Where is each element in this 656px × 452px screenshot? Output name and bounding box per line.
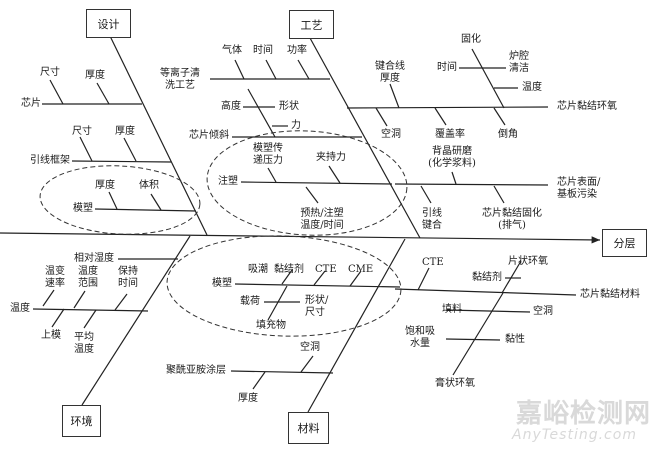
label-shape-size: 形状/ 尺寸 (305, 295, 329, 318)
label-plasma-power: 功率 (287, 45, 307, 56)
label-dam-void: 空洞 (533, 306, 553, 317)
label-relative-humidity: 相对湿度 (74, 253, 114, 264)
label-paste-epoxy: 膏状环氧 (435, 378, 475, 389)
label-clamp-force: 夹持力 (316, 152, 346, 163)
label-filler: 填充物 (256, 320, 286, 331)
label-dam-cte: CTE (422, 257, 444, 268)
label-epoxy-void: 空洞 (381, 129, 401, 140)
label-transfer-pressure: 模塑传 递压力 (253, 143, 283, 166)
label-upper-mold: 上模 (41, 330, 61, 341)
category-design-box: 设计 (86, 9, 131, 38)
category-process-box: 工艺 (289, 10, 334, 39)
label-cure: 固化 (461, 34, 481, 45)
label-leadframe-thickness: 厚度 (115, 126, 135, 137)
label-material-mold: 模塑 (212, 278, 232, 289)
label-tilt-height: 高度 (221, 101, 241, 112)
label-chip: 芯片 (21, 98, 41, 109)
watermark-cn: 嘉峪检测网 (516, 399, 652, 429)
label-leadframe-size: 尺寸 (72, 126, 92, 137)
label-backgrind: 背晶研磨 (化学浆料) (428, 146, 476, 169)
category-material-label: 材料 (297, 422, 320, 435)
label-dam-filler: 填料 (442, 304, 462, 315)
label-viscosity: 黏性 (505, 334, 525, 345)
category-environment-label: 环境 (70, 415, 93, 428)
category-design-label: 设计 (97, 17, 120, 31)
label-flake-epoxy: 片状环氧 (508, 256, 548, 267)
design-bone (109, 35, 208, 236)
label-design-mold-thickness: 厚度 (95, 180, 115, 191)
environment-bone (81, 235, 191, 406)
effect-label: 分层 (613, 237, 636, 250)
label-injection: 注塑 (218, 176, 238, 187)
label-coverage: 覆盖率 (435, 129, 465, 140)
effect-box: 分层 (602, 229, 647, 257)
label-plasma-time: 时间 (253, 45, 273, 56)
label-oven-clean: 炉腔 清洁 (509, 51, 529, 74)
label-die-attach-material: 芯片黏结材料 (580, 289, 640, 300)
label-fillet: 倒角 (498, 129, 518, 140)
label-mold-cte: CTE (315, 264, 337, 275)
label-saturated-moisture: 饱和吸 水量 (405, 326, 435, 349)
label-temp-ramp-rate: 温变 速率 (45, 266, 65, 289)
label-moisture-absorption: 吸潮 (248, 264, 268, 275)
label-polyimide-thickness: 厚度 (238, 393, 258, 404)
label-cure-time: 时间 (437, 62, 457, 73)
label-mold-cme: CME (348, 264, 374, 275)
label-tilt-force: 力 (291, 120, 301, 131)
label-chip-tilt: 芯片倾斜 (189, 130, 229, 141)
label-preheat-temp-time: 预热/注塑 温度/时间 (300, 208, 344, 231)
label-die-attach-cure: 芯片黏结固化 (排气) (482, 208, 542, 231)
label-polyimide-void: 空洞 (300, 342, 320, 353)
label-die-attach-epoxy: 芯片黏结环氧 (557, 101, 617, 112)
label-average-temp: 平均 温度 (74, 332, 94, 355)
category-material-box: 材料 (288, 412, 329, 444)
label-env-temperature: 温度 (10, 303, 30, 314)
label-tilt-shape: 形状 (279, 101, 299, 112)
label-cure-temperature: 温度 (522, 82, 542, 93)
label-surface-contamination: 芯片表面/ 基板污染 (557, 177, 601, 200)
label-temp-range: 温度 范围 (78, 266, 98, 289)
process-bone (309, 37, 421, 239)
label-design-mold-volume: 体积 (139, 180, 159, 191)
process-injection-ellipse (206, 130, 408, 236)
label-plasma-clean: 等离子清 洗工艺 (160, 68, 200, 91)
watermark-en: AnyTesting.com (512, 427, 637, 443)
category-process-label: 工艺 (300, 18, 323, 32)
material-bone (307, 238, 406, 413)
category-environment-box: 环境 (62, 405, 101, 437)
label-chip-size: 尺寸 (40, 67, 60, 78)
label-hold-time: 保持 时间 (118, 266, 138, 289)
main-spine (0, 232, 601, 244)
label-design-mold: 模塑 (73, 203, 93, 214)
label-leadframe: 引线框架 (30, 155, 70, 166)
label-load: 载荷 (240, 296, 260, 307)
label-chip-thickness: 厚度 (85, 70, 105, 81)
label-polyimide-coating: 聚酰亚胺涂层 (166, 365, 226, 376)
label-plasma-gas: 气体 (222, 45, 242, 56)
label-wire-bond: 引线 键合 (422, 208, 442, 231)
design-mold-ellipse (39, 165, 201, 235)
label-adhesive: 黏结剂 (274, 264, 304, 275)
label-dam-adhesive: 黏结剂 (472, 272, 502, 283)
label-bondline-thickness: 键合线 厚度 (375, 61, 405, 84)
material-mold-ellipse (166, 235, 402, 337)
